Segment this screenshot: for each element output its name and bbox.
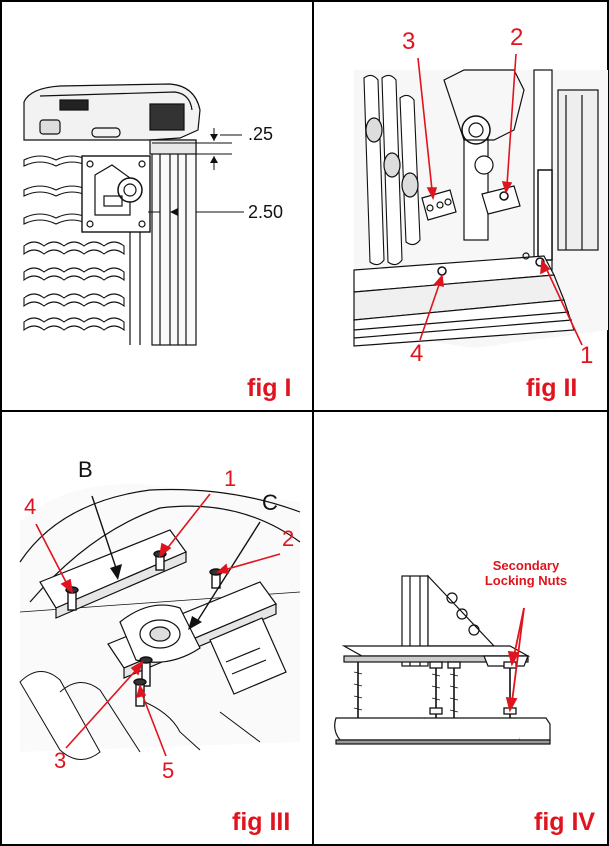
callout-2: 2: [282, 526, 295, 551]
figure-label-2: fig II: [526, 374, 578, 402]
callout-3: 3: [54, 748, 67, 773]
callout-4: 4: [24, 494, 37, 519]
panel-fig-3: B C 4 1 2 3 5 fig III: [0, 412, 312, 845]
callout-c: C: [262, 490, 278, 515]
panel-fig-2: 3 2 4 1 fig II: [314, 0, 608, 410]
note-secondary-locking-nuts: Secondary Locking Nuts: [466, 558, 586, 588]
callout-3: 3: [402, 28, 416, 55]
callout-1: 1: [224, 466, 237, 491]
figure-label-4: fig IV: [534, 808, 596, 836]
panel-fig-4: Secondary Locking Nuts fig IV: [314, 412, 608, 845]
fig-4-drawing: [334, 574, 551, 745]
callout-4: 4: [410, 340, 424, 367]
fig-1-drawing: [23, 83, 244, 346]
panel-fig-1: .25 2.50 fig I: [0, 0, 312, 410]
fig-3-drawing: [19, 483, 301, 760]
dimension-label-large: 2.50: [248, 202, 284, 222]
note-line-2: Locking Nuts: [484, 573, 568, 588]
dimension-label-small: .25: [248, 124, 274, 144]
callout-5: 5: [162, 758, 175, 783]
callout-2: 2: [510, 24, 524, 51]
callout-1: 1: [580, 342, 594, 369]
callout-b: B: [78, 457, 93, 482]
figure-label-1: fig I: [247, 374, 292, 402]
figure-label-3: fig III: [232, 808, 291, 836]
fig-2-drawing: [353, 53, 608, 348]
note-line-1: Secondary: [492, 558, 560, 573]
